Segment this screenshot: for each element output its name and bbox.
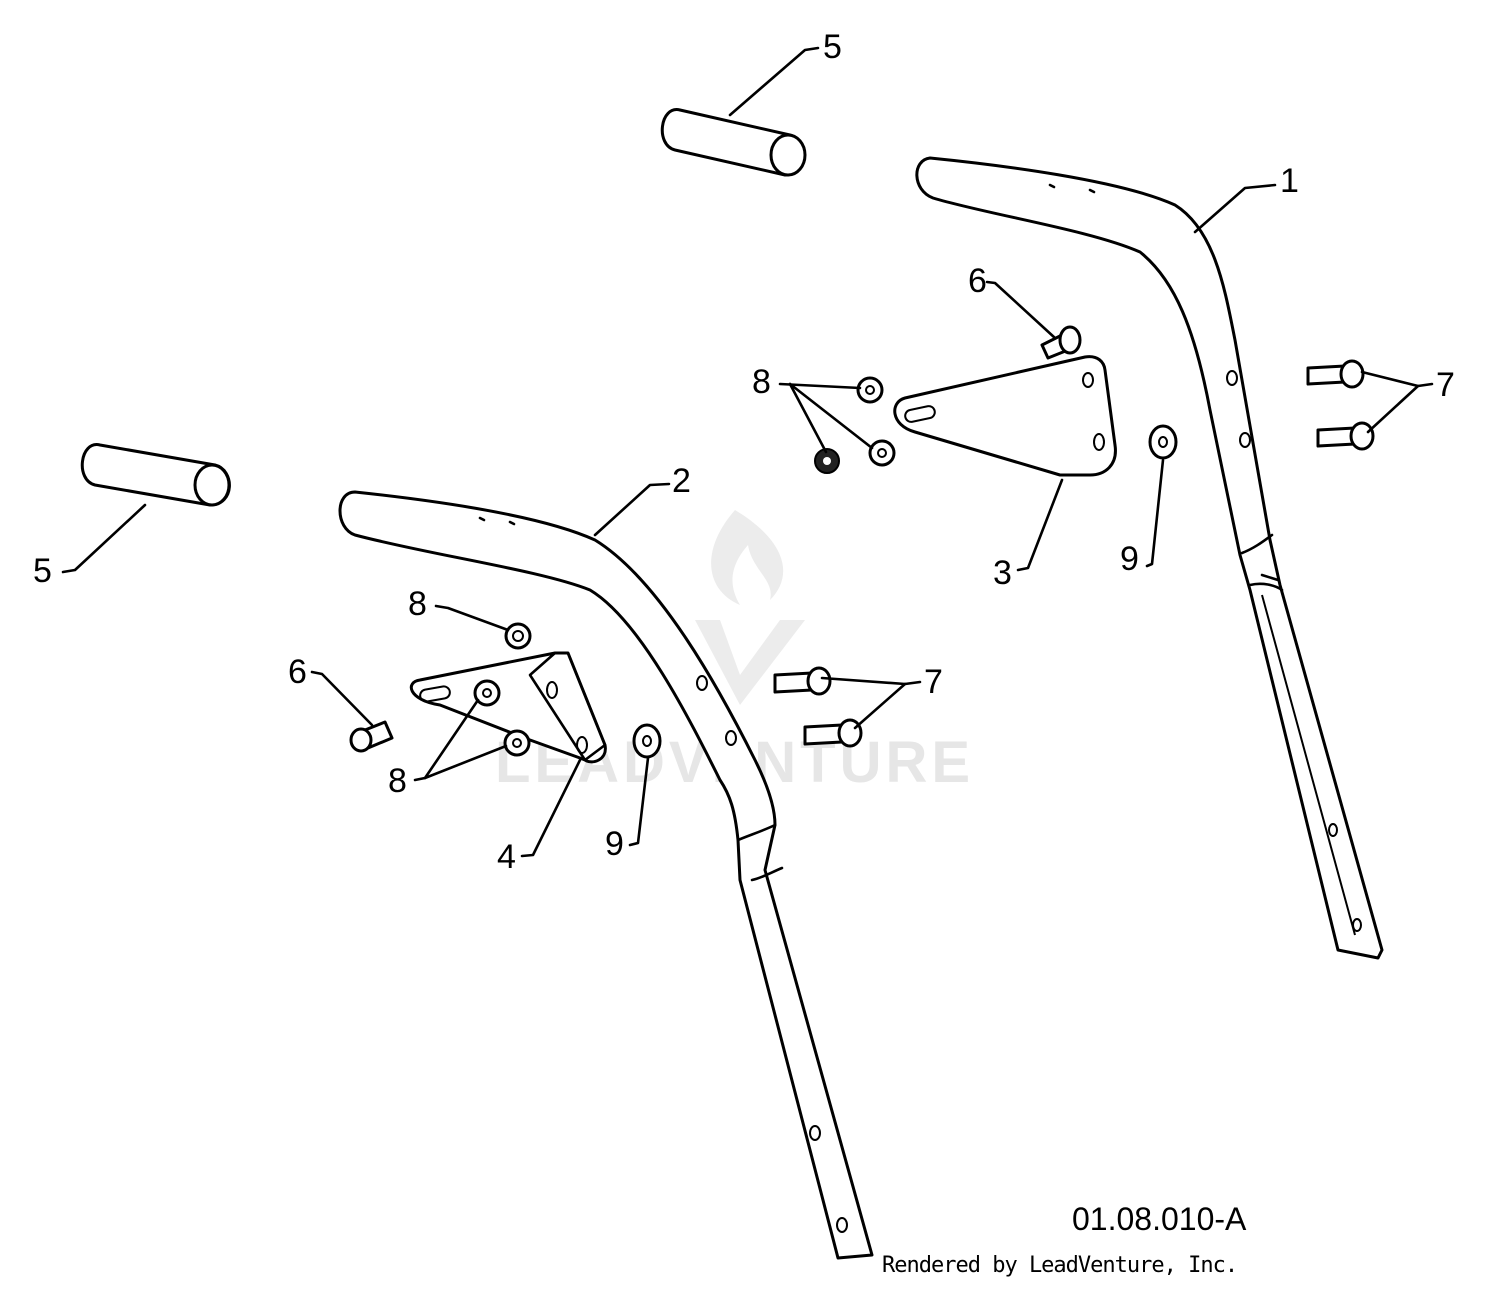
drawing-number: 01.08.010-A <box>1072 1201 1247 1237</box>
callout-upper-handle-left: 2 <box>672 462 691 500</box>
render-credit: Rendered by LeadVenture, Inc. <box>882 1253 1237 1278</box>
grip-left <box>80 443 231 507</box>
bracket-right <box>893 355 1117 477</box>
callout-grip-left: 5 <box>33 552 52 590</box>
bracket-left <box>409 651 607 764</box>
leader-lines <box>61 46 1434 858</box>
carriage-bolts-right <box>1306 359 1375 451</box>
callout-bolt-right: 6 <box>968 262 987 300</box>
callout-washer-left: 9 <box>605 825 624 863</box>
callout-carriage-bolts-right: 7 <box>1436 366 1455 404</box>
carriage-bolts-left <box>773 666 863 748</box>
upper-handle-left <box>338 490 874 1260</box>
upper-handle-right <box>915 156 1384 960</box>
callout-nuts-right: 8 <box>752 363 771 401</box>
callout-upper-handle-right: 1 <box>1280 162 1299 200</box>
callout-bracket-left: 4 <box>497 838 516 876</box>
washer-left <box>632 723 662 759</box>
washer-right <box>1148 424 1178 460</box>
nuts-right <box>814 376 896 474</box>
callout-carriage-bolts-left: 7 <box>924 663 943 701</box>
callout-washer-right: 9 <box>1120 540 1139 578</box>
callout-bracket-right: 3 <box>993 554 1012 592</box>
callout-grip-top: 5 <box>823 28 842 66</box>
callout-nuts-left-bottom: 8 <box>388 762 407 800</box>
callout-bolt-left: 6 <box>288 653 307 691</box>
callout-nut-left-top: 8 <box>408 585 427 623</box>
callout-labels: 1 2 3 4 5 5 6 6 7 7 8 8 8 9 9 <box>33 28 1455 876</box>
nuts-left <box>503 622 532 757</box>
grip-top <box>660 108 807 177</box>
bolt-left <box>349 720 394 753</box>
